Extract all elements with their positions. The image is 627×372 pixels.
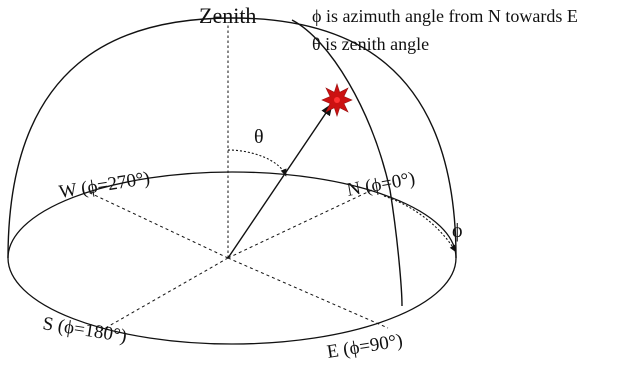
west-label: W (ϕ=270°) xyxy=(57,168,151,203)
hemisphere-dome xyxy=(7,17,457,259)
theta-arc xyxy=(227,149,287,177)
south-label: S (ϕ=180°) xyxy=(41,313,128,347)
zenith-label: Zenith xyxy=(199,3,256,28)
west-direction-line xyxy=(87,191,229,259)
east-direction-line xyxy=(227,257,389,329)
meridian-arc xyxy=(291,19,403,307)
phi-label: ϕ xyxy=(452,220,463,242)
south-direction-line xyxy=(101,257,229,331)
north-direction-line xyxy=(227,189,373,259)
legend-line-azimuth: ϕ is azimuth angle from N towards E xyxy=(312,6,578,26)
star-icon xyxy=(321,83,353,117)
east-label: E (ϕ=90°) xyxy=(325,330,404,363)
theta-label: θ xyxy=(254,126,264,148)
direction-vector-arrow xyxy=(227,102,333,259)
legend-line-zenith: θ is zenith angle xyxy=(312,34,429,54)
north-label: N (ϕ=0°) xyxy=(345,168,417,201)
horizon-ellipse xyxy=(7,171,457,345)
phi-arc xyxy=(383,195,457,253)
